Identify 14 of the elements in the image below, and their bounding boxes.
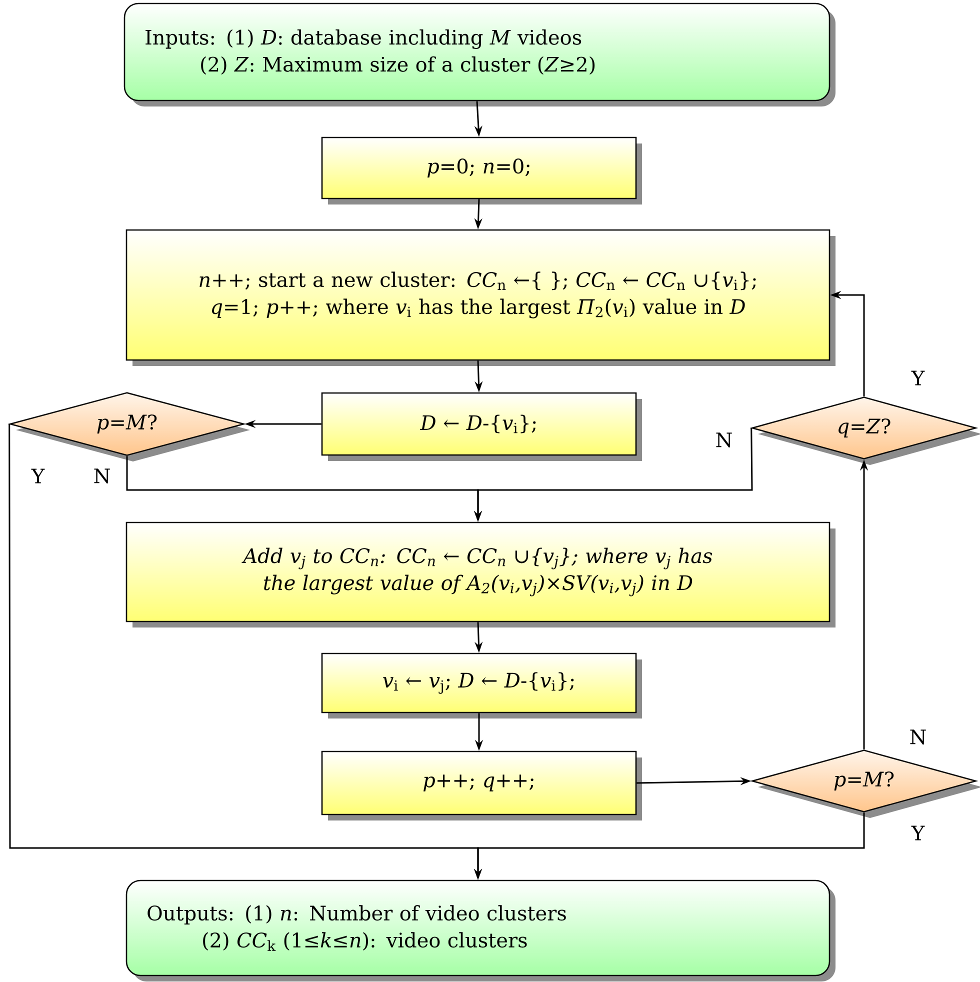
process-box: v$_{i}$ ← v$_{j}$; D ← D-{v$_{i}$}; bbox=[321, 652, 642, 718]
edge-label: Y bbox=[30, 468, 46, 484]
process-box: p=0; n=0; bbox=[321, 136, 642, 204]
edge-label: N bbox=[908, 728, 928, 746]
edge-label: N bbox=[714, 432, 734, 448]
edge-label: N bbox=[92, 468, 112, 484]
process-box: p++; q++; bbox=[321, 750, 642, 820]
edge-label: Y bbox=[910, 370, 926, 386]
process-box: D ← D-{v$_{i}$}; bbox=[321, 392, 642, 461]
process-box: n++; start a new cluster: CC$_{n}$ ←{ }; CC$_{n}$ ← CC$_{n}$ ∪{v$_{i}$}; q=1; p++; where v$_{i}$ has the largest Π$_{2}$(v$_{i}$) value in D bbox=[126, 229, 836, 366]
terminal-box: Outputs: (1) n: Number of video clusters (2) CC$_{k}$ (1≤k≤n): video clusters bbox=[126, 880, 836, 982]
edge-label: Y bbox=[910, 824, 926, 842]
terminal-box: Inputs: (1) D: database including M videos (2) Z: Maximum size of a cluster (Z≥2) bbox=[124, 2, 836, 106]
process-box: Add v$_{j}$ to CC$_{n}$: CC$_{n}$ ← CC$_{n}$ ∪{v$_{j}$}; where v$_{j}$ has the largest value of A$_{2}$(v$_{i}$,v$_{j}$)×SV(v$_{i}$,v$_{j}$) in D bbox=[126, 522, 836, 628]
